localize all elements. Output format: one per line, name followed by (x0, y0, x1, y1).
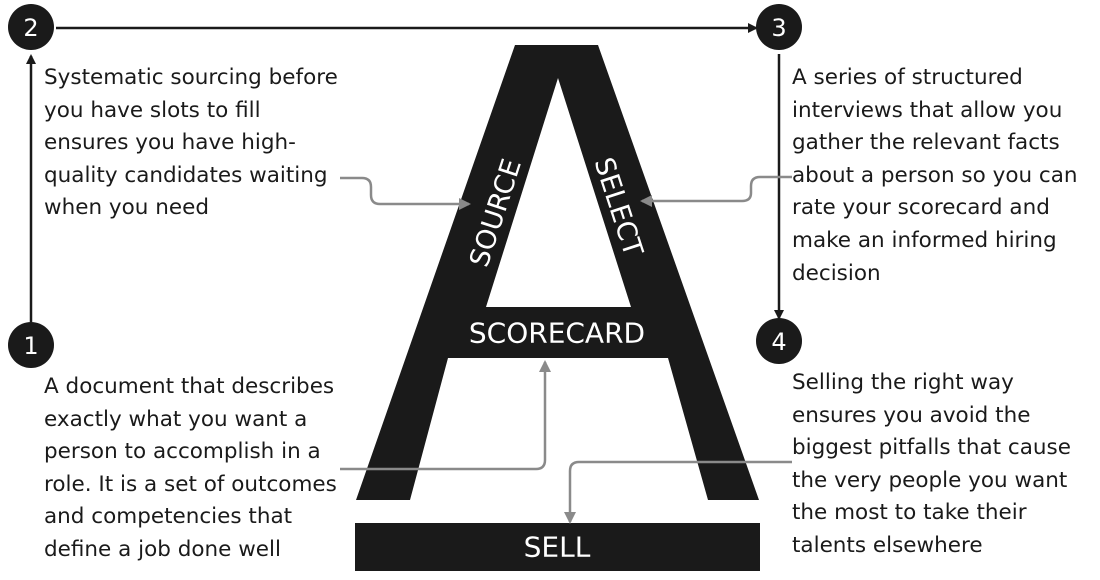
source-description-line: Systematic sourcing before (44, 65, 338, 90)
source-description-line: ensures you have high- (44, 130, 296, 156)
source-description-line: you have slots to fill (44, 97, 261, 123)
select-description-line: interviews that allow you (792, 97, 1063, 123)
pointer-select (640, 175, 792, 207)
sell-description: Selling the right way ensures you avoid … (792, 367, 1071, 563)
sell-bar (355, 523, 760, 571)
sell-description-line: the most to take their (792, 500, 1027, 526)
select-description-line: about a person so you can (792, 162, 1078, 188)
scorecard-description-line: role. It is a set of outcomes (44, 471, 337, 497)
sell-description-line: ensures you avoid the (792, 402, 1031, 428)
source-description-line: when you need (44, 195, 209, 221)
label-sell: SELL (524, 531, 591, 564)
pointer-sell (564, 460, 792, 524)
letter-a-shape (356, 45, 759, 500)
label-scorecard: SCORECARD (469, 317, 645, 350)
scorecard-description-line: define a job done well (44, 536, 281, 562)
sell-description-line: talents elsewhere (792, 532, 983, 558)
step-3-number: 3 (771, 14, 786, 42)
select-description: A series of structured interviews that a… (792, 62, 1078, 290)
sell-description-line: biggest pitfalls that cause (792, 435, 1071, 461)
step-1-number: 1 (23, 332, 38, 360)
step-3-badge: 3 (756, 4, 802, 50)
scorecard-description: A document that describes exactly what y… (44, 371, 337, 567)
pointer-source (340, 176, 471, 210)
sell-description-line: the very people you want (792, 467, 1068, 493)
sell-description-line: Selling the right way (792, 370, 1014, 395)
select-description-line: A series of structured (792, 65, 1023, 90)
pointer-scorecard (340, 360, 551, 471)
step-2-number: 2 (23, 14, 38, 42)
step-4-badge: 4 (756, 318, 802, 364)
scorecard-description-line: A document that describes (44, 374, 335, 399)
select-description-line: gather the relevant facts (792, 130, 1060, 156)
scorecard-description-line: person to accomplish in a (44, 439, 321, 465)
scorecard-description-line: and competencies that (44, 504, 293, 530)
scorecard-description-line: exactly what you want a (44, 406, 308, 432)
step-2-badge: 2 (8, 4, 54, 50)
step-1-badge: 1 (8, 322, 54, 368)
source-description: Systematic sourcing before you have slot… (44, 62, 338, 225)
step-4-number: 4 (771, 328, 786, 356)
select-description-line: decision (792, 260, 881, 286)
source-description-line: quality candidates waiting (44, 162, 328, 188)
select-description-line: rate your scorecard and (792, 195, 1050, 221)
scorecard-bar (467, 307, 648, 355)
select-description-line: make an informed hiring (792, 227, 1057, 253)
